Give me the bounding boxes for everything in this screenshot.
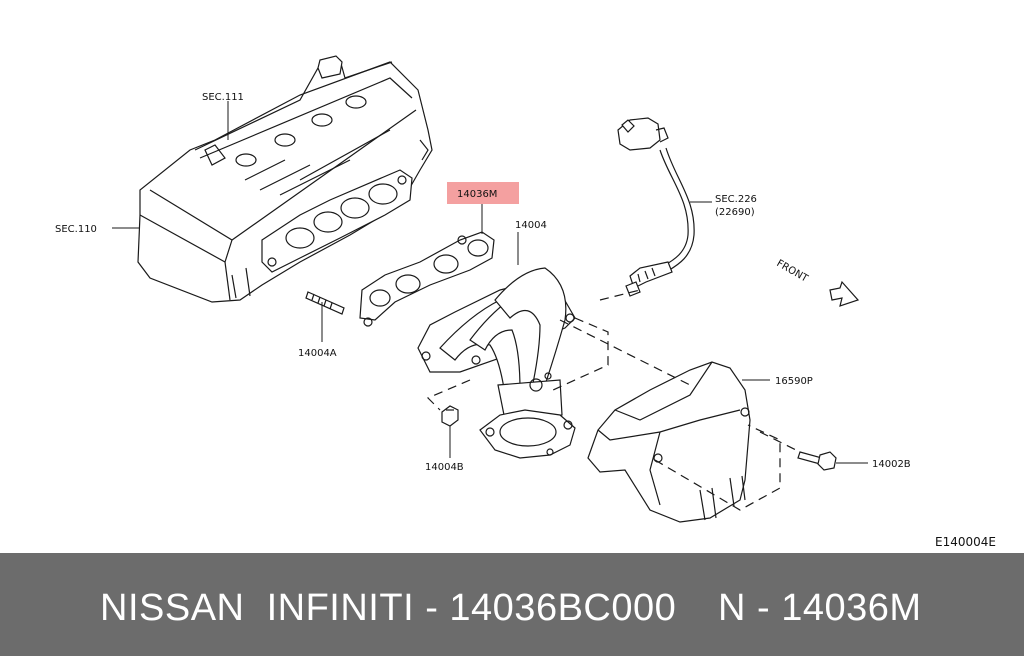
heat-shield-16590p-drawing <box>587 361 751 523</box>
footer-diagram-ref: N - 14036M <box>718 587 922 629</box>
footer-brand-part-number: NISSAN INFINITI - 14036BC000 <box>100 587 677 629</box>
label-sec110: SEC.110 <box>55 224 97 235</box>
label-14004: 14004 <box>515 220 547 231</box>
exhaust-manifold-14004-drawing <box>417 267 576 459</box>
front-arrow: FRONT <box>775 258 860 307</box>
label-front: FRONT <box>775 258 811 285</box>
label-sec226: SEC.226 <box>715 194 757 205</box>
label-16590p: 16590P <box>775 376 813 387</box>
part-number-banner: NISSAN INFINITI - 14036BC000 N - 14036M <box>0 553 1024 656</box>
label-14036m: 14036M <box>457 189 497 200</box>
label-14004a: 14004A <box>298 348 337 359</box>
gasket-14036m-drawing <box>359 231 495 327</box>
oxygen-sensor-drawing <box>617 117 695 297</box>
nut-14004b-drawing <box>441 405 459 427</box>
label-14004b: 14004B <box>425 462 464 473</box>
label-14002b: 14002B <box>872 459 911 470</box>
dashed-reference-lines <box>426 289 801 511</box>
stud-14004a-drawing <box>305 291 345 315</box>
bolt-14002b-drawing <box>797 451 837 471</box>
cylinder-head-drawing <box>137 55 433 303</box>
label-sec226-sub: (22690) <box>715 207 755 218</box>
highlight-14036m <box>447 182 519 204</box>
parts-diagram: SEC.110 SEC.111 14004A 14036M <box>55 55 996 549</box>
diagram-code: E140004E <box>935 535 996 549</box>
label-sec111: SEC.111 <box>202 92 244 103</box>
